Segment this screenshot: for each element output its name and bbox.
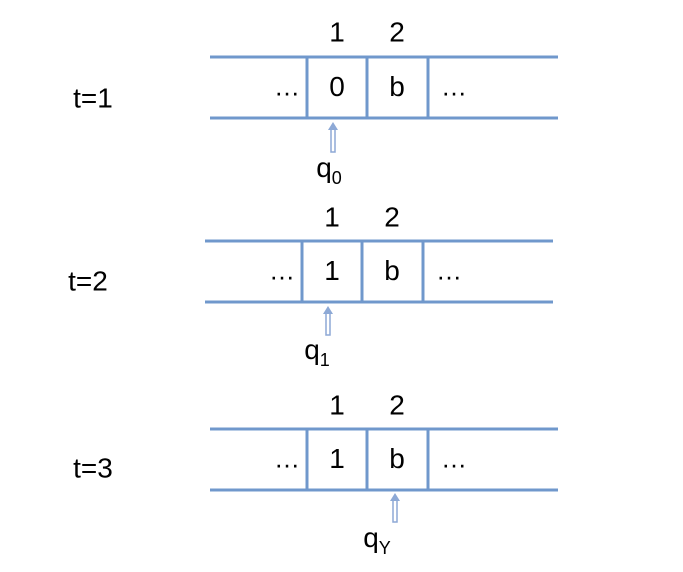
head-arrow-shaft [325, 312, 331, 336]
tape-cell-symbol: 1 [324, 255, 340, 286]
cell-number: 2 [389, 16, 405, 47]
state-subscript: 1 [320, 350, 330, 370]
state-base: q [316, 152, 332, 183]
time-label: t=1 [73, 82, 113, 113]
cell-number: 2 [384, 201, 400, 232]
head-state-label: qY [363, 522, 391, 557]
state-base: q [363, 522, 379, 553]
state-subscript: Y [379, 538, 391, 558]
right-ellipsis: … [441, 443, 467, 473]
left-ellipsis: … [269, 255, 295, 285]
cell-number: 1 [329, 16, 345, 47]
left-ellipsis: … [274, 71, 300, 101]
right-ellipsis: … [436, 255, 462, 285]
head-state-label: q1 [304, 334, 330, 369]
time-label: t=3 [73, 452, 113, 483]
head-arrow-shaft [392, 499, 398, 523]
tape-cell-symbol: b [389, 71, 405, 102]
head-arrow-tip [323, 306, 333, 314]
head-state-label: q0 [316, 152, 342, 187]
tape-cell-symbol: 0 [329, 71, 345, 102]
time-label: t=2 [68, 265, 108, 296]
cell-number: 2 [389, 389, 405, 420]
state-base: q [304, 334, 320, 365]
head-arrow-shaft [330, 128, 336, 153]
tape-cell-symbol: b [389, 443, 405, 474]
cell-number: 1 [329, 389, 345, 420]
head-arrow-icon [328, 122, 338, 153]
cell-number: 1 [324, 201, 340, 232]
head-arrow-icon [323, 306, 333, 336]
left-ellipsis: … [274, 443, 300, 473]
head-arrow-icon [390, 493, 400, 523]
head-arrow-tip [328, 122, 338, 130]
head-arrow-tip [390, 493, 400, 501]
state-subscript: 0 [332, 168, 342, 188]
tape-cell-symbol: b [384, 255, 400, 286]
right-ellipsis: … [441, 71, 467, 101]
tape-cell-symbol: 1 [329, 443, 345, 474]
